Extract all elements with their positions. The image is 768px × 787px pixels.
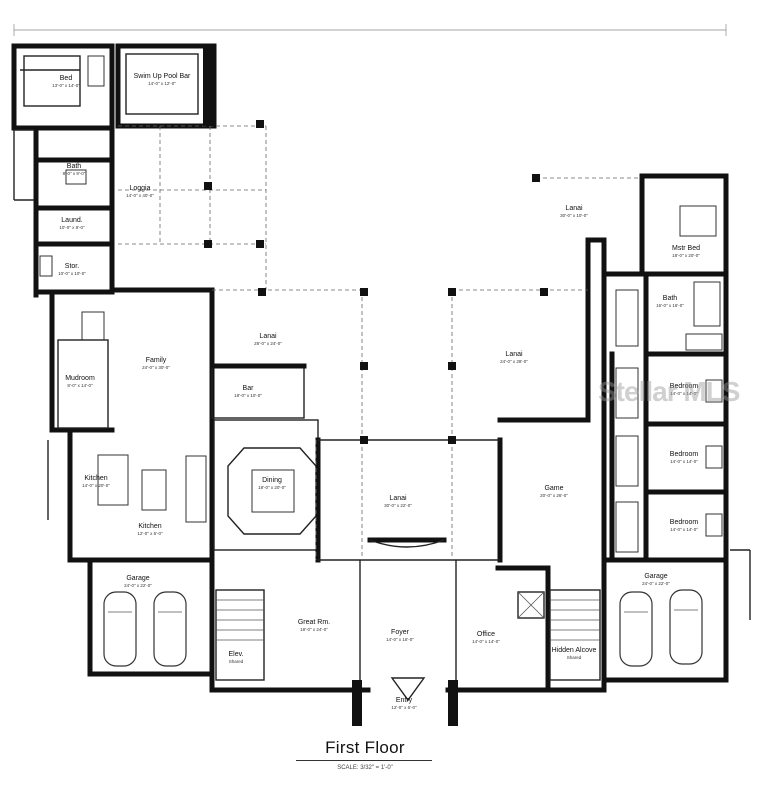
room-dims-garage-right: 24'-0" x 22'-0" (642, 581, 670, 586)
room-dims-loggia-left: 14'-0" x 40'-0" (126, 193, 154, 198)
room-name-swim-up: Swim Up Pool Bar (134, 73, 191, 80)
dining-table (251, 469, 295, 513)
title-underline (296, 760, 432, 761)
room-name-master-bath: Bath (663, 295, 678, 302)
room-name-bar: Bar (243, 385, 255, 392)
overall-dimension-line (0, 18, 768, 38)
room-name-bed-guest: Bed (60, 75, 73, 82)
room-dims-dining: 18'-0" x 20'-0" (258, 485, 286, 490)
room-dims-great-room: 18'-0" x 24'-0" (300, 627, 328, 632)
room-dims-laundry: 10'-0" x 8'-0" (59, 225, 85, 230)
page-title: First Floor (325, 738, 405, 757)
room-dims-garage-left: 24'-0" x 22'-0" (124, 583, 152, 588)
room-dims-game: 20'-0" x 26'-0" (540, 493, 568, 498)
room-name-family: Family (146, 357, 167, 364)
room-dims-lanai-right: 24'-0" x 28'-0" (500, 359, 528, 364)
watermark: Stellar MLS (598, 376, 740, 407)
left-wing-walls (11, 43, 217, 563)
room-dims-bed-guest: 13'-0" x 14'-0" (52, 83, 80, 88)
room-name-stor: Stor. (65, 263, 79, 270)
room-dims-kitchen: 14'-0" x 20'-0" (82, 483, 110, 488)
center-columns (258, 174, 548, 726)
room-name-game: Game (544, 485, 563, 492)
room-dims-office: 14'-0" x 14'-0" (472, 639, 500, 644)
room-dims-lanai-center: 30'-0" x 22'-0" (384, 503, 412, 508)
room-dims-swim-up: 14'-0" x 12'-0" (148, 81, 176, 86)
room-name-bedroom-3: Bedroom (670, 451, 699, 458)
room-dims-kitchen-2: 12'-0" x 6'-0" (137, 531, 163, 536)
room-dims-stor: 10'-0" x 10'-0" (58, 271, 86, 276)
room-dims-lanai-left: 28'-0" x 24'-0" (254, 341, 282, 346)
room-dims-elevator: Shared (229, 659, 244, 664)
room-dims-bedroom-3: 14'-0" x 14'-0" (670, 459, 698, 464)
room-name-foyer: Foyer (391, 629, 410, 636)
room-dims-bedroom-4: 14'-0" x 14'-0" (670, 527, 698, 532)
room-dims-mudroom: 8'-0" x 14'-0" (67, 383, 93, 388)
room-name-kitchen: Kitchen (84, 475, 107, 482)
island (141, 455, 207, 523)
room-dims-master-bedroom: 18'-0" x 20'-0" (672, 253, 700, 258)
garages (87, 557, 703, 677)
room-dims-hidden-alcove: Shared (567, 655, 582, 660)
room-name-laundry: Laund. (61, 217, 82, 224)
stairs (215, 539, 601, 702)
right-wing-detail (615, 205, 751, 620)
room-name-garage-right: Garage (644, 573, 667, 580)
room-dims-master-bath: 16'-0" x 16'-0" (656, 303, 684, 308)
room-dims-bedroom-2: 14'-0" x 14'-0" (670, 391, 698, 396)
room-name-dining: Dining (262, 477, 282, 484)
room-dims-entry: 12'-0" x 6'-0" (391, 705, 417, 710)
room-dims-lanai-upper-right: 30'-0" x 10'-0" (560, 213, 588, 218)
room-name-lanai-left: Lanai (259, 333, 277, 340)
scale-note: SCALE: 3/32" = 1'-0" (337, 765, 393, 771)
room-name-office: Office (477, 631, 495, 638)
right-wing-walls (601, 173, 729, 693)
room-name-lanai-upper-right: Lanai (565, 205, 583, 212)
room-name-loggia-left: Loggia (129, 185, 150, 192)
center-walls (109, 126, 640, 693)
room-name-mudroom: Mudroom (65, 375, 95, 382)
room-name-kitchen-2: Kitchen (138, 523, 161, 530)
room-name-bath-1: Bath (67, 163, 82, 170)
room-dims-bath-1: 8'-0" x 9'-0" (63, 171, 86, 176)
room-name-master-bedroom: Mstr Bed (672, 245, 700, 252)
room-name-bedroom-4: Bedroom (670, 519, 699, 526)
room-name-bedroom-2: Bedroom (670, 383, 699, 390)
room-name-entry: Entry (396, 697, 413, 704)
room-dims-bar: 18'-0" x 10'-0" (234, 393, 262, 398)
room-name-lanai-center: Lanai (389, 495, 407, 502)
room-dims-foyer: 14'-0" x 16'-0" (386, 637, 414, 642)
left-wing-detail (13, 53, 266, 520)
room-name-lanai-right: Lanai (505, 351, 523, 358)
room-name-great-room: Great Rm. (298, 619, 330, 626)
room-name-elevator: Elev. (228, 651, 243, 658)
left-wing-columns (203, 46, 264, 248)
room-dims-family: 24'-0" x 30'-0" (142, 365, 170, 370)
room-name-garage-left: Garage (126, 575, 149, 582)
room-name-hidden-alcove: Hidden Alcove (552, 647, 597, 654)
